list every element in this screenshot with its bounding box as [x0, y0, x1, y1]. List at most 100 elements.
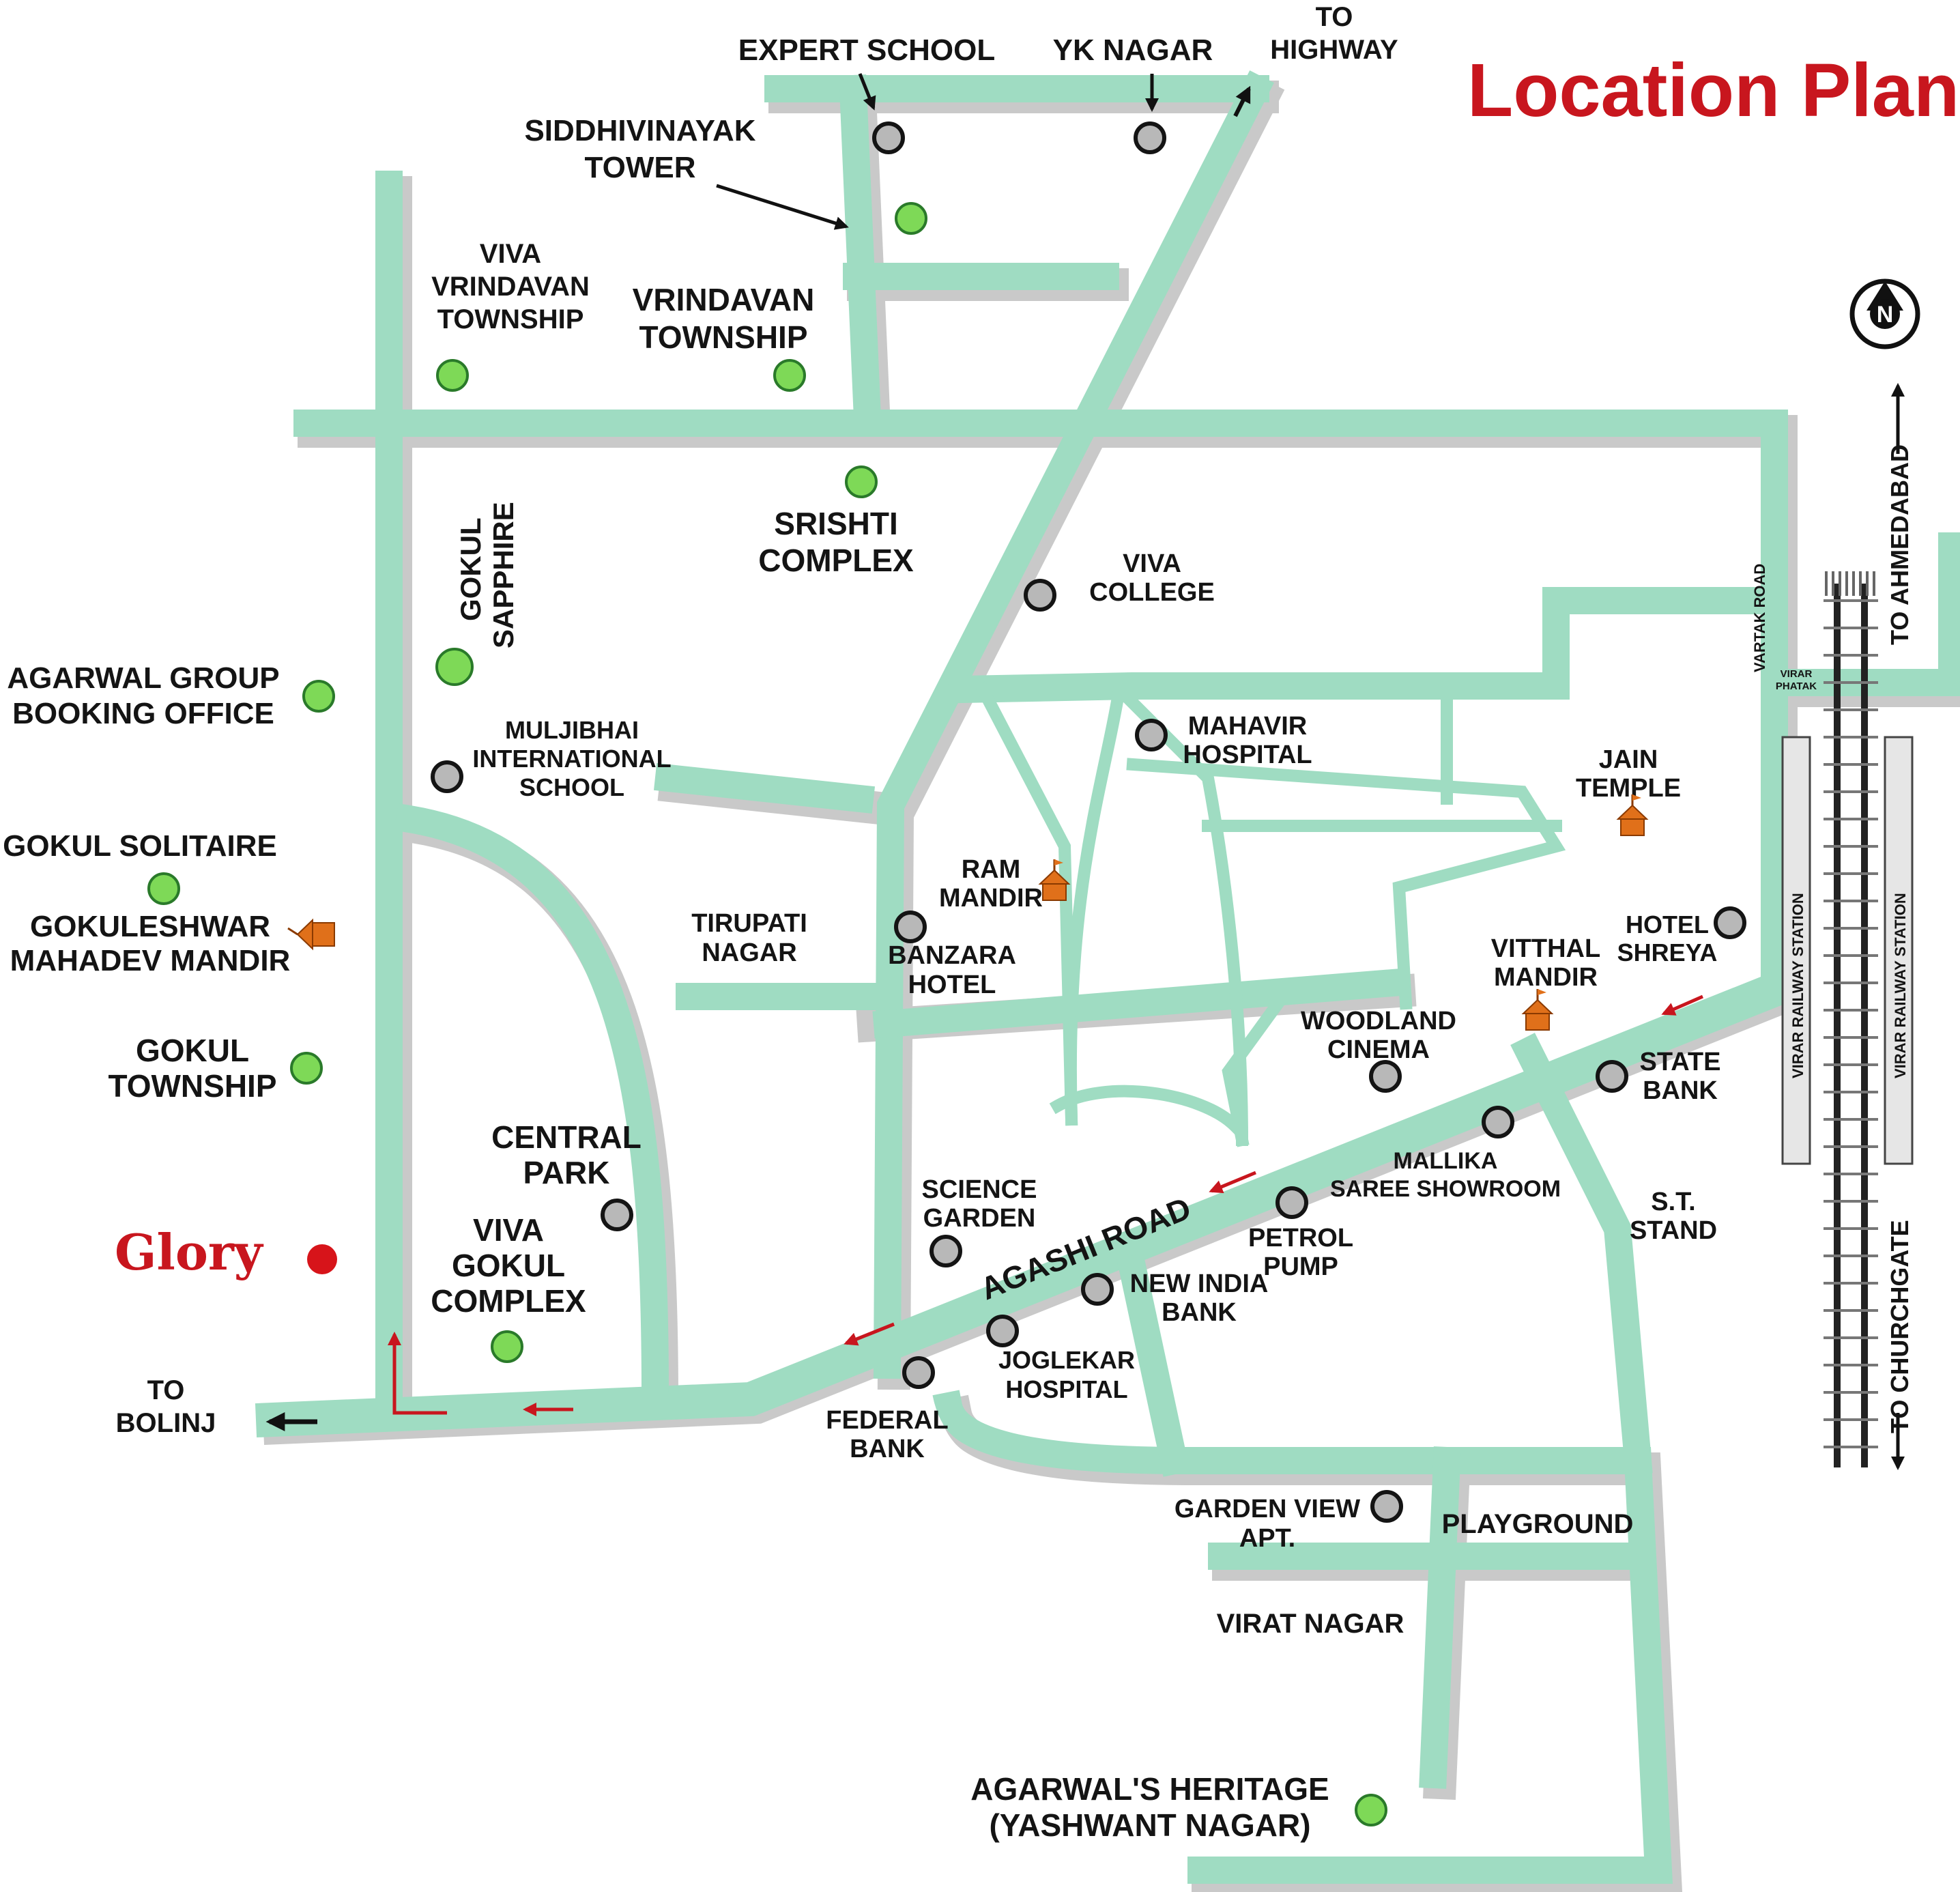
- label-gokuleshwar-1: GOKULESHWAR: [30, 910, 270, 943]
- label-to-churchgate: TO CHURCHGATE: [1886, 1220, 1914, 1433]
- label-gokuleshwar-2: MAHADEV MANDIR: [10, 944, 291, 977]
- landmark-ram-mandir: RAM MANDIR: [939, 855, 1071, 913]
- label-expert-school: EXPERT SCHOOL: [738, 33, 996, 67]
- road-siddhivinayak: [839, 74, 881, 417]
- landmark-gokul-solitaire: GOKUL SOLITAIRE: [3, 829, 277, 905]
- project-marker-glory: Glory: [115, 1223, 337, 1281]
- label-siddhivinayak-2: TOWER: [585, 151, 696, 184]
- landmark-tirupati-nagar: TIRUPATI NAGAR: [691, 909, 807, 967]
- label-federal-2: BANK: [850, 1435, 925, 1463]
- landmark-mallika: MALLIKA SAREE SHOWROOM: [1330, 1106, 1561, 1202]
- landmark-vrindavan: VRINDAVAN TOWNSHIP: [633, 282, 815, 392]
- label-garden-view-1: GARDEN VIEW: [1174, 1495, 1360, 1523]
- landmark-agarwals-heritage: AGARWAL'S HERITAGE (YASHWANT NAGAR): [970, 1771, 1387, 1843]
- glory-dot: [307, 1244, 337, 1274]
- label-to-highway-2: HIGHWAY: [1270, 35, 1398, 65]
- landmark-central-park: CENTRAL PARK: [491, 1119, 642, 1231]
- landmark-jain-temple: JAIN TEMPLE: [1576, 745, 1681, 836]
- label-garden-view-2: APT.: [1239, 1524, 1295, 1553]
- label-ram-1: RAM: [962, 855, 1021, 884]
- landmark-gokul-sapphire: GOKUL SAPPHIRE: [435, 502, 519, 686]
- label-state-bank-2: BANK: [1643, 1076, 1718, 1105]
- label-science-2: GARDEN: [923, 1204, 1036, 1233]
- label-jain-2: TEMPLE: [1576, 774, 1681, 803]
- landmark-st-stand: S.T. STAND: [1630, 1188, 1717, 1245]
- landmark-gokuleshwar: GOKULESHWAR MAHADEV MANDIR: [10, 910, 335, 977]
- label-gokul-solitaire: GOKUL SOLITAIRE: [3, 829, 277, 863]
- direction-churchgate: TO CHURCHGATE: [1886, 1220, 1914, 1470]
- label-heritage-2: (YASHWANT NAGAR): [989, 1807, 1310, 1843]
- landmark-new-india-bank: NEW INDIA BANK: [1081, 1270, 1269, 1327]
- landmark-state-bank: STATE BANK: [1596, 1048, 1721, 1105]
- temple-icon: [287, 918, 335, 951]
- label-tirupati-1: TIRUPATI: [691, 909, 807, 938]
- label-glory: Glory: [115, 1223, 264, 1281]
- label-to-highway-1: TO: [1316, 2, 1353, 32]
- landmark-muljibhai: MULJIBHAI INTERNATIONAL SCHOOL: [431, 716, 672, 801]
- label-viva-gokul-3: COMPLEX: [431, 1283, 586, 1319]
- label-hotel-shreya-1: HOTEL: [1626, 911, 1709, 938]
- label-srishti-2: COMPLEX: [758, 543, 914, 578]
- landmark-joglekar-hospital: JOGLEKAR HOSPITAL: [986, 1315, 1135, 1403]
- landmark-garden-view: GARDEN VIEW APT.: [1174, 1490, 1403, 1553]
- label-federal-1: FEDERAL: [826, 1406, 948, 1435]
- road-banzara: [872, 968, 1407, 1039]
- station-label-east: VIRAR RAILWAY STATION: [1892, 893, 1909, 1078]
- label-woodland-2: CINEMA: [1327, 1035, 1430, 1064]
- label-heritage-1: AGARWAL'S HERITAGE: [970, 1771, 1329, 1807]
- label-mallika-1: MALLIKA: [1394, 1148, 1498, 1174]
- landmark-federal-bank: FEDERAL BANK: [826, 1356, 949, 1463]
- label-viva-gokul-2: GOKUL: [452, 1248, 565, 1283]
- label-st-stand-2: STAND: [1630, 1216, 1717, 1245]
- landmark-siddhivinayak: SIDDHIVINAYAK TOWER: [524, 114, 927, 235]
- label-agarwal-booking-2: BOOKING OFFICE: [12, 697, 274, 730]
- road-muljibhai: [653, 762, 876, 814]
- label-to-bolinj-1: TO: [147, 1375, 185, 1405]
- landmark-petrol-pump: PETROL PUMP: [1248, 1186, 1353, 1281]
- label-siddhivinayak-1: SIDDHIVINAYAK: [524, 114, 755, 147]
- label-vrindavan-2: TOWNSHIP: [639, 319, 807, 355]
- railway: VIRAR RAILWAY STATION VIRAR RAILWAY STAT…: [1781, 571, 1914, 1467]
- label-mahavir-2: HOSPITAL: [1183, 741, 1312, 769]
- label-to-bolinj-2: BOLINJ: [116, 1408, 216, 1438]
- label-ram-2: MANDIR: [939, 884, 1043, 913]
- landmark-viva-college: VIVA COLLEGE: [1024, 549, 1215, 612]
- label-petrol-1: PETROL: [1248, 1224, 1353, 1252]
- label-hotel-shreya-2: SHREYA: [1617, 938, 1718, 966]
- temple-icon: [1616, 794, 1649, 836]
- label-jain-1: JAIN: [1599, 745, 1658, 774]
- landmark-viva-vrindavan: VIVA VRINDAVAN TOWNSHIP: [431, 239, 590, 392]
- label-yk-nagar: YK NAGAR: [1053, 33, 1213, 67]
- label-viva-vrindavan-1: VIVA: [480, 239, 541, 269]
- label-science-1: SCIENCE: [922, 1175, 1037, 1204]
- label-muljibhai-3: SCHOOL: [519, 773, 624, 801]
- direction-ahmedabad: TO AHMEDABAD: [1886, 383, 1914, 645]
- label-muljibhai-2: INTERNATIONAL: [472, 745, 671, 773]
- label-viva-gokul-1: VIVA: [473, 1212, 544, 1248]
- label-vrindavan-1: VRINDAVAN: [633, 282, 815, 317]
- label-vartak-road: VARTAK ROAD: [1751, 564, 1768, 672]
- road-playground-vertical: [1419, 1446, 1461, 1789]
- landmark-gokul-township: GOKUL TOWNSHIP: [108, 1033, 323, 1104]
- label-viva-college-2: COLLEGE: [1089, 578, 1215, 607]
- label-tirupati-2: NAGAR: [702, 938, 796, 967]
- landmark-banzara-hotel: BANZARA HOTEL: [888, 911, 1016, 999]
- label-gokul-sapphire-1: GOKUL: [455, 517, 487, 621]
- label-new-india-1: NEW INDIA: [1130, 1270, 1269, 1298]
- landmark-yk-nagar: YK NAGAR: [1053, 33, 1213, 154]
- landmark-srishti: SRISHTI COMPLEX: [758, 465, 914, 578]
- label-playground: PLAYGROUND: [1442, 1509, 1634, 1539]
- station-label-west: VIRAR RAILWAY STATION: [1789, 893, 1806, 1078]
- landmark-mahavir-hospital: MAHAVIR HOSPITAL: [1135, 712, 1312, 769]
- compass-letter: N: [1877, 302, 1894, 328]
- label-joglekar-1: JOGLEKAR: [998, 1346, 1135, 1374]
- direction-highway: TO HIGHWAY: [1233, 2, 1398, 117]
- label-petrol-2: PUMP: [1263, 1252, 1338, 1281]
- label-woodland-1: WOODLAND: [1301, 1007, 1456, 1035]
- label-central-park-1: CENTRAL: [491, 1119, 642, 1155]
- label-virar-phatak-1: VIRAR: [1781, 668, 1813, 680]
- landmark-hotel-shreya: HOTEL SHREYA: [1617, 906, 1746, 966]
- landmark-expert-school: EXPERT SCHOOL: [738, 33, 996, 154]
- label-state-bank-1: STATE: [1640, 1048, 1721, 1076]
